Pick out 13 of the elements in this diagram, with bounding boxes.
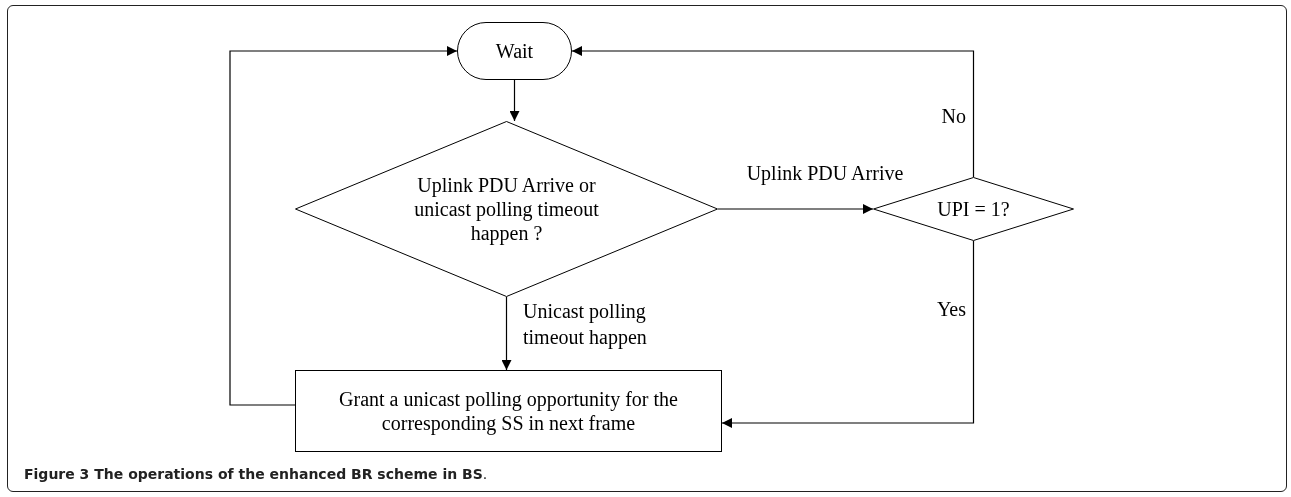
arrow [501,296,512,371]
arrow [509,79,520,122]
node-text: Uplink PDU Arrive or unicast polling timeout happen ? [413,173,600,245]
process-box [295,370,722,452]
decision-diamond [295,121,718,297]
node-text: UPI = 1? [937,197,1010,221]
node-text: Grant a unicast polling opportunity for the corresponding SS in next frame [338,387,679,435]
arrow [717,204,874,214]
figure-caption: Figure 3 The operations of the enhanced BR scheme in BS. [24,465,488,484]
node-text: Wait [495,39,534,63]
arrow [571,46,975,178]
arrow [721,240,975,428]
arrow [229,46,458,406]
